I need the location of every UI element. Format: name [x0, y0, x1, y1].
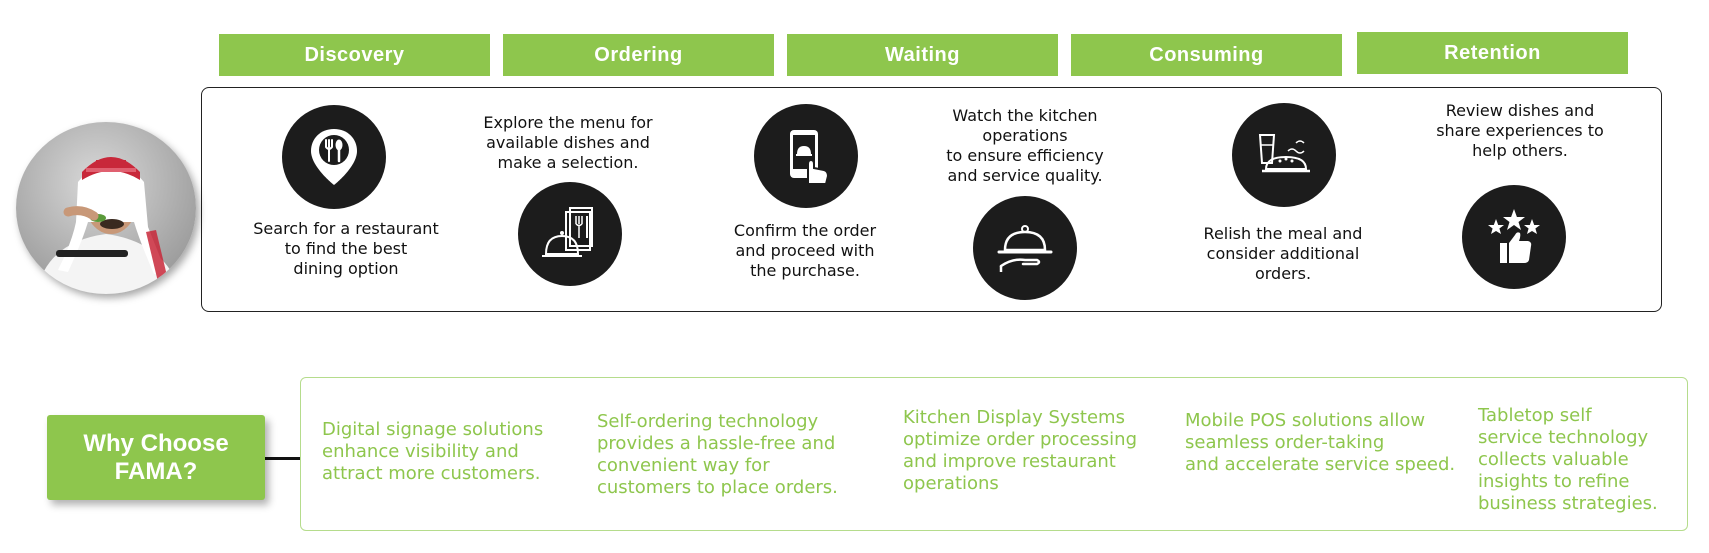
step-review-text: Review dishes and share experiences to h… [1436, 101, 1604, 160]
why-choose-fama-label: Why Choose FAMA? [47, 415, 265, 500]
stage-consuming: Consuming [1071, 34, 1342, 76]
connector-line [265, 457, 301, 460]
benefit-self-ordering: Self-ordering technology provides a hass… [597, 411, 838, 498]
step-explore-text: Explore the menu for available dishes an… [483, 113, 653, 172]
benefit-mobile-pos: Mobile POS solutions allow seamless orde… [1185, 410, 1456, 475]
step-watch-text: Watch the kitchen operations to ensure e… [946, 106, 1104, 185]
serving-cloche-icon [973, 196, 1077, 300]
step-relish-text: Relish the meal and consider additional … [1203, 224, 1363, 283]
menu-icon [518, 182, 622, 286]
meal-icon [1232, 103, 1336, 207]
stage-ordering: Ordering [503, 34, 774, 76]
rating-thumbs-up-icon [1462, 185, 1566, 289]
stage-discovery: Discovery [219, 34, 490, 76]
stage-retention: Retention [1357, 32, 1628, 74]
restaurant-pin-icon [282, 105, 386, 209]
customer-avatar [16, 122, 196, 294]
step-search-text: Search for a restaurant to find the best… [253, 219, 439, 278]
mobile-order-icon [754, 104, 858, 208]
benefit-digital-signage: Digital signage solutions enhance visibi… [322, 419, 544, 484]
journey-box [201, 87, 1662, 312]
benefit-kitchen-display: Kitchen Display Systems optimize order p… [903, 407, 1137, 494]
stage-waiting: Waiting [787, 34, 1058, 76]
benefits-box [300, 377, 1688, 531]
benefit-tabletop: Tabletop self service technology collect… [1478, 405, 1658, 514]
step-confirm-text: Confirm the order and proceed with the p… [733, 221, 877, 280]
